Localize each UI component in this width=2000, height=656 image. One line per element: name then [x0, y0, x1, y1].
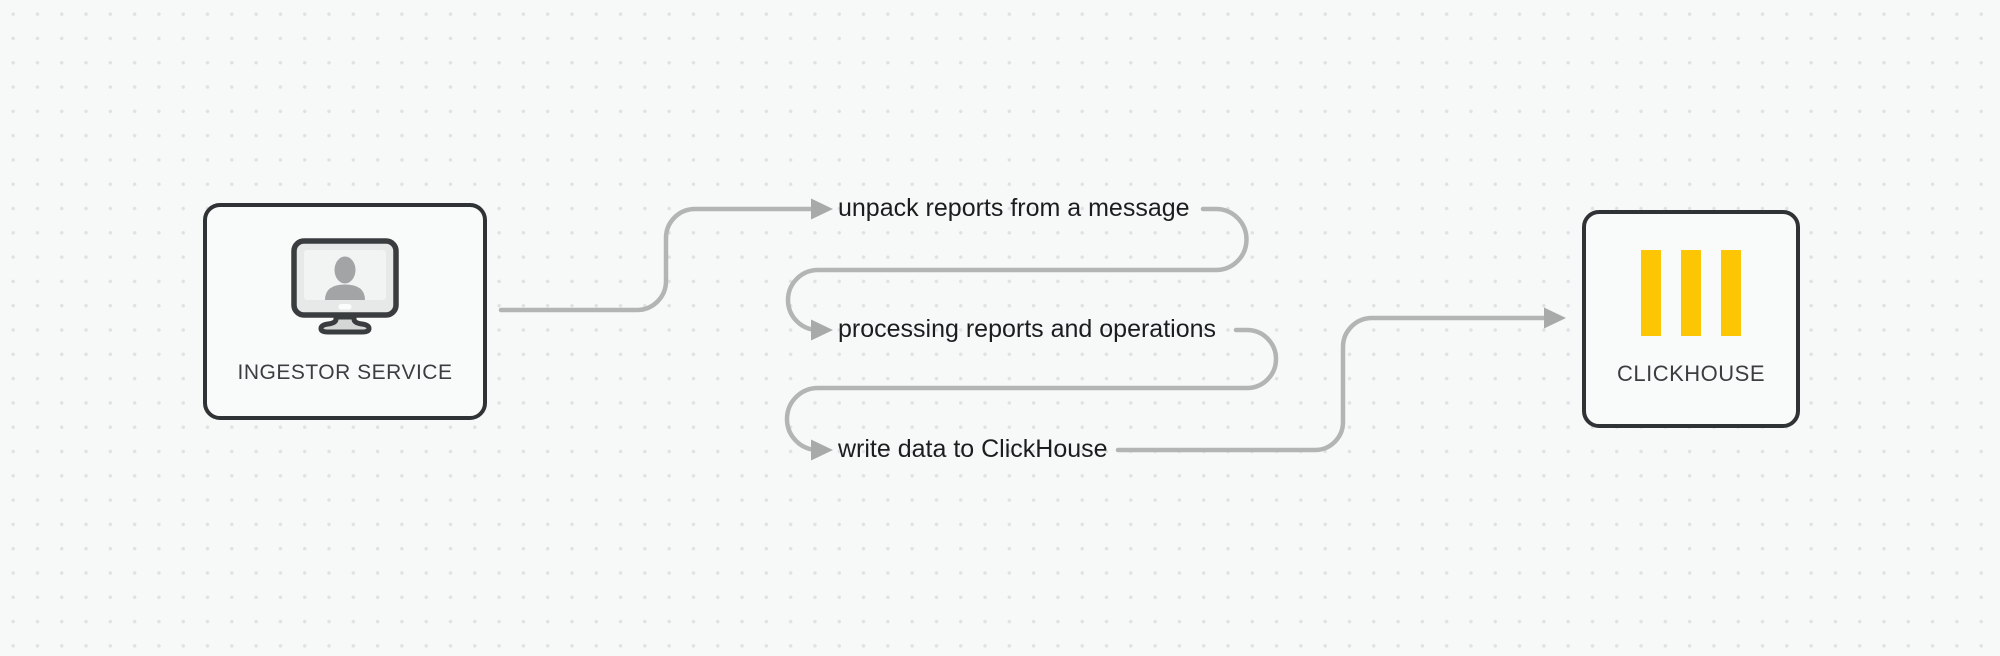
- clickhouse-logo-bar: [1681, 250, 1701, 336]
- step-label-write-data: write data to ClickHouse: [838, 434, 1108, 463]
- clickhouse-logo-bar: [1641, 250, 1661, 336]
- node-clickhouse[interactable]: CLICKHOUSE: [1582, 210, 1800, 428]
- node-ingestor-service[interactable]: INGESTOR SERVICE: [203, 203, 487, 420]
- clickhouse-logo-icon: [1641, 250, 1741, 336]
- arrowhead-clickhouse-icon: [1544, 307, 1566, 329]
- step-label-unpack-reports: unpack reports from a message: [838, 193, 1190, 222]
- connector-ingestor-to-step1: [498, 206, 815, 313]
- connector-step3-to-clickhouse: [1115, 315, 1548, 453]
- step-label-processing-reports: processing reports and operations: [838, 314, 1217, 343]
- node-label-clickhouse: CLICKHOUSE: [1616, 361, 1766, 386]
- node-label-ingestor: INGESTOR SERVICE: [237, 361, 453, 384]
- connector-step2-to-step3: [784, 327, 1279, 453]
- arrowhead-step1-icon: [811, 198, 833, 220]
- arrowhead-step2-icon: [811, 319, 833, 341]
- clickhouse-logo-bar: [1721, 250, 1741, 336]
- arrowhead-step3-icon: [811, 439, 833, 461]
- connector-step1-to-step2: [785, 206, 1249, 333]
- monitor-user-icon: [291, 238, 399, 335]
- user-silhouette-icon: [325, 256, 365, 300]
